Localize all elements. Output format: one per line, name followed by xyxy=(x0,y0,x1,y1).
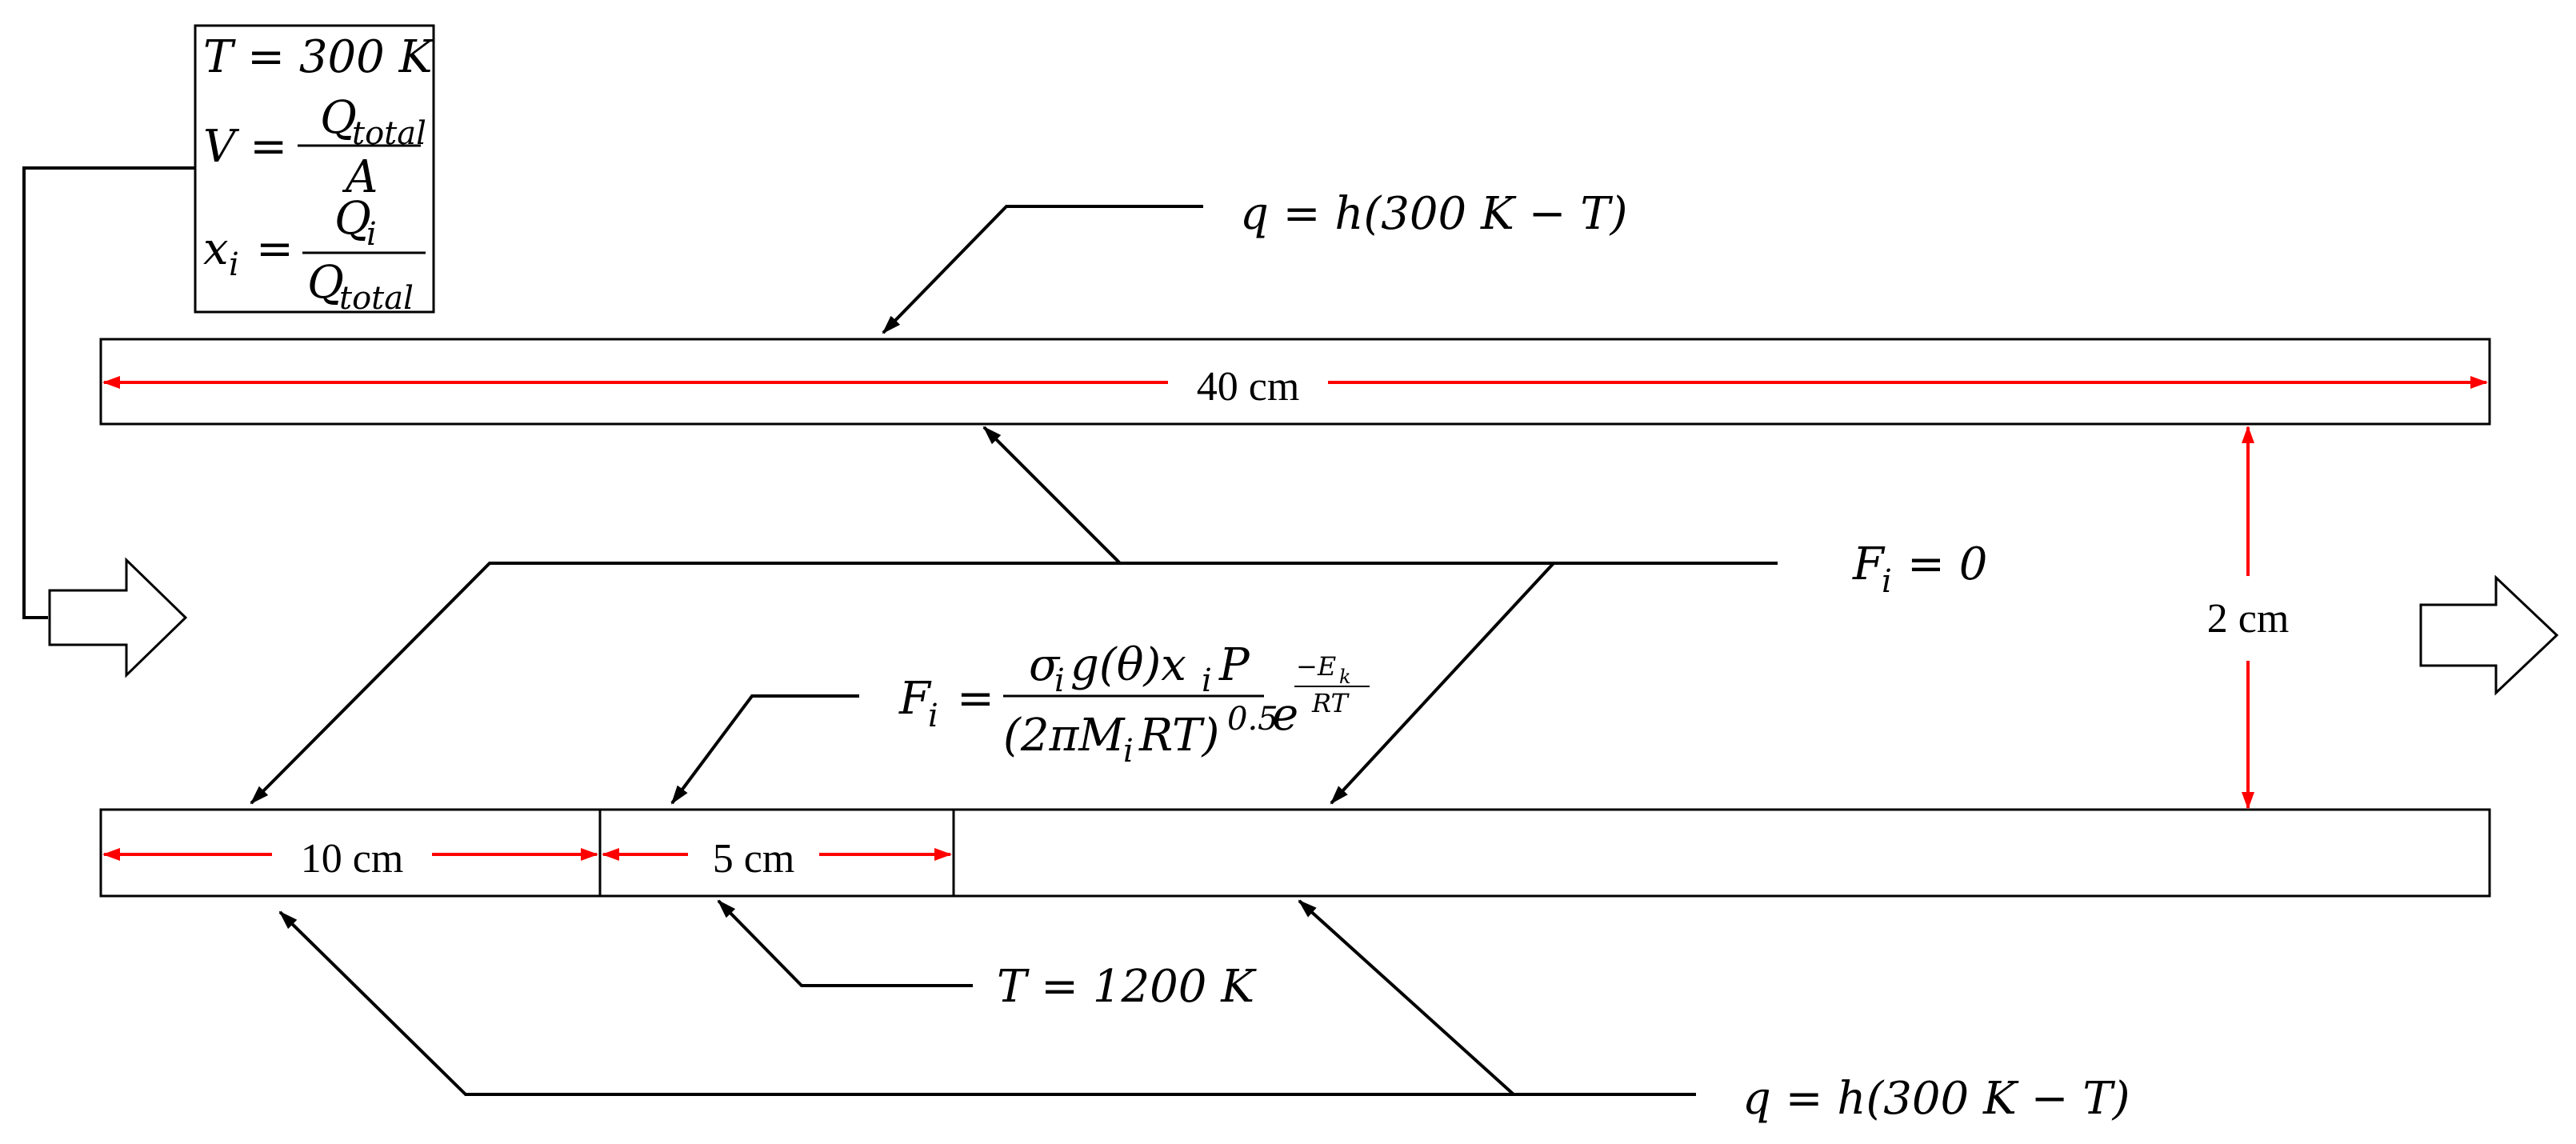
svg-text:Q: Q xyxy=(320,92,357,144)
svg-text:g(θ)x: g(θ)x xyxy=(1070,639,1186,691)
svg-text:(2πM: (2πM xyxy=(1003,710,1126,762)
heater-temperature-bc: T = 1200 K xyxy=(997,961,1257,1013)
outlet-flow-arrow xyxy=(2419,574,2559,696)
svg-text:V =: V = xyxy=(203,121,287,173)
svg-text:RT: RT xyxy=(1311,688,1350,718)
svg-text:= 0: = 0 xyxy=(1907,538,1987,590)
length-label: 40 cm xyxy=(1197,364,1300,410)
top-heat-bc: q = h(300 K − T) xyxy=(1240,188,1628,240)
svg-text:=: = xyxy=(957,673,994,725)
height-label: 2 cm xyxy=(2207,596,2290,642)
svg-text:i: i xyxy=(229,246,239,283)
seg1-label: 10 cm xyxy=(301,836,404,882)
svg-text:Q: Q xyxy=(334,193,371,245)
zero-flux-bc: F i = 0 xyxy=(1852,538,1987,600)
svg-text:Q: Q xyxy=(307,257,344,309)
svg-text:0.5: 0.5 xyxy=(1227,701,1278,738)
svg-text:A: A xyxy=(342,151,378,203)
svg-text:k: k xyxy=(1339,666,1351,688)
inlet-temperature: T = 300 K xyxy=(203,31,435,83)
inlet-velocity-eq: V = Q total A xyxy=(203,92,426,203)
heater-bc-leader xyxy=(717,899,973,987)
svg-text:F: F xyxy=(898,673,932,725)
inlet-flow-arrow xyxy=(48,557,188,678)
inlet-condition-box xyxy=(194,24,435,314)
svg-text:P: P xyxy=(1218,639,1250,691)
svg-text:RT): RT) xyxy=(1138,710,1219,762)
svg-text:i: i xyxy=(928,698,938,734)
svg-text:σ: σ xyxy=(1029,639,1061,691)
svg-text:total: total xyxy=(339,280,414,317)
svg-text:i: i xyxy=(1202,662,1212,699)
inlet-connector-line xyxy=(22,166,195,619)
svg-text:i: i xyxy=(1882,563,1892,600)
svg-text:i: i xyxy=(1123,733,1134,770)
svg-text:−E: −E xyxy=(1296,651,1336,682)
svg-text:=: = xyxy=(256,223,294,275)
bottom-bc-leader xyxy=(278,910,1696,1096)
bottom-bc-leader-right xyxy=(1298,899,1515,1096)
svg-text:F: F xyxy=(1852,538,1886,590)
top-bc-leader xyxy=(882,205,1203,334)
svg-text:i: i xyxy=(1054,662,1065,699)
bottom-heat-bc: q = h(300 K − T) xyxy=(1742,1073,2130,1125)
svg-text:i: i xyxy=(366,216,377,253)
zero-flux-leader-top xyxy=(982,426,1122,565)
seg2-label: 5 cm xyxy=(713,836,795,882)
zero-flux-leader xyxy=(250,562,1778,805)
svg-text:x: x xyxy=(203,223,229,275)
bottom-wall xyxy=(99,808,2491,898)
inlet-molefraction-eq: x i = Q i Q total xyxy=(203,193,426,317)
svg-text:e: e xyxy=(1272,689,1298,741)
reaction-flux-leader xyxy=(670,694,859,805)
zero-flux-leader-right xyxy=(1330,562,1555,805)
reaction-flux-eq: F i = σ i g(θ)x i P (2πM i RT) 0.5 e −E … xyxy=(898,639,1370,770)
